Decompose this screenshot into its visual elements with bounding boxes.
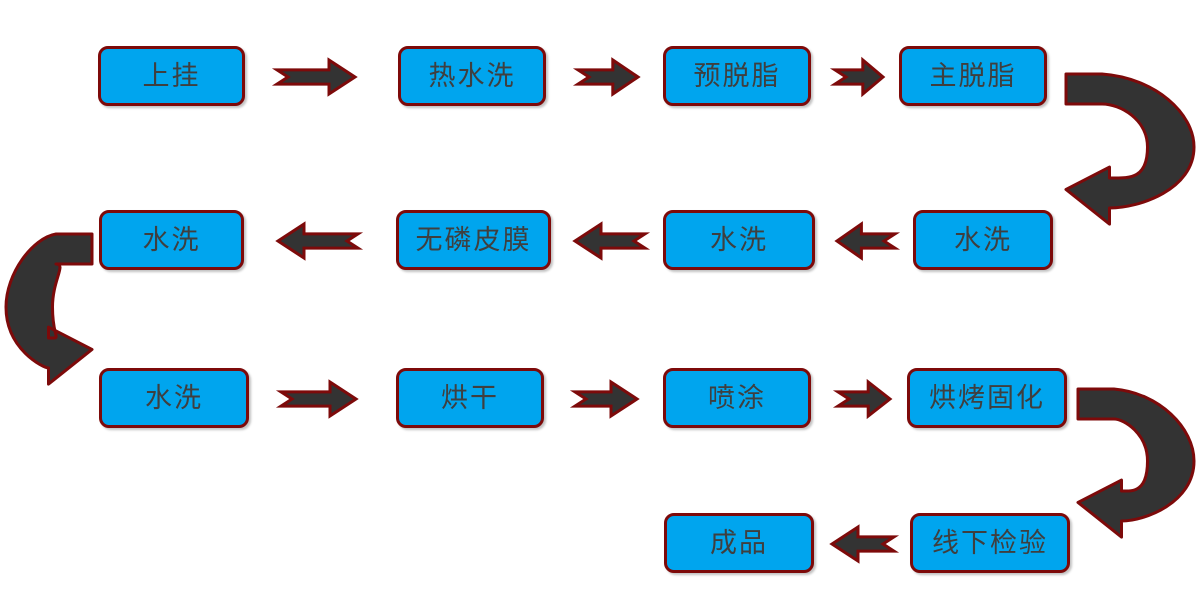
process-node-zhutuozhi[interactable]: 主脱脂	[899, 46, 1047, 106]
process-node-shangua[interactable]: 上挂	[98, 46, 245, 106]
process-node-shuixi-2[interactable]: 水洗	[663, 210, 815, 270]
process-node-shuixi-3[interactable]: 水洗	[99, 210, 244, 270]
process-node-chengpin[interactable]: 成品	[664, 513, 814, 573]
arrow-right-icon	[569, 379, 640, 419]
process-node-shuixi-1[interactable]: 水洗	[913, 210, 1053, 270]
process-node-honggan[interactable]: 烘干	[396, 368, 544, 428]
uturn-arrow-right-icon	[1064, 72, 1196, 226]
arrow-left-icon	[829, 524, 900, 564]
uturn-arrow-left-icon	[4, 232, 94, 386]
uturn-arrow-right-icon	[1076, 387, 1196, 539]
arrow-right-icon	[829, 56, 886, 98]
process-node-hongkaoguhua[interactable]: 烘烤固化	[907, 368, 1067, 428]
process-node-yutuozhi[interactable]: 预脱脂	[663, 46, 811, 106]
arrow-left-icon	[572, 221, 651, 261]
process-node-xianxiajianyan[interactable]: 线下检验	[910, 513, 1070, 573]
arrow-right-icon	[271, 57, 358, 97]
arrow-left-icon	[275, 221, 364, 261]
process-node-shuixi-4[interactable]: 水洗	[99, 368, 249, 428]
arrow-right-icon	[572, 57, 641, 97]
arrow-right-icon	[832, 378, 893, 420]
arrow-right-icon	[275, 379, 359, 419]
process-node-pentu[interactable]: 喷涂	[663, 368, 811, 428]
process-node-reshuixi[interactable]: 热水洗	[398, 46, 546, 106]
arrow-left-icon	[834, 221, 901, 261]
process-node-wulinpimo[interactable]: 无磷皮膜	[396, 210, 551, 270]
